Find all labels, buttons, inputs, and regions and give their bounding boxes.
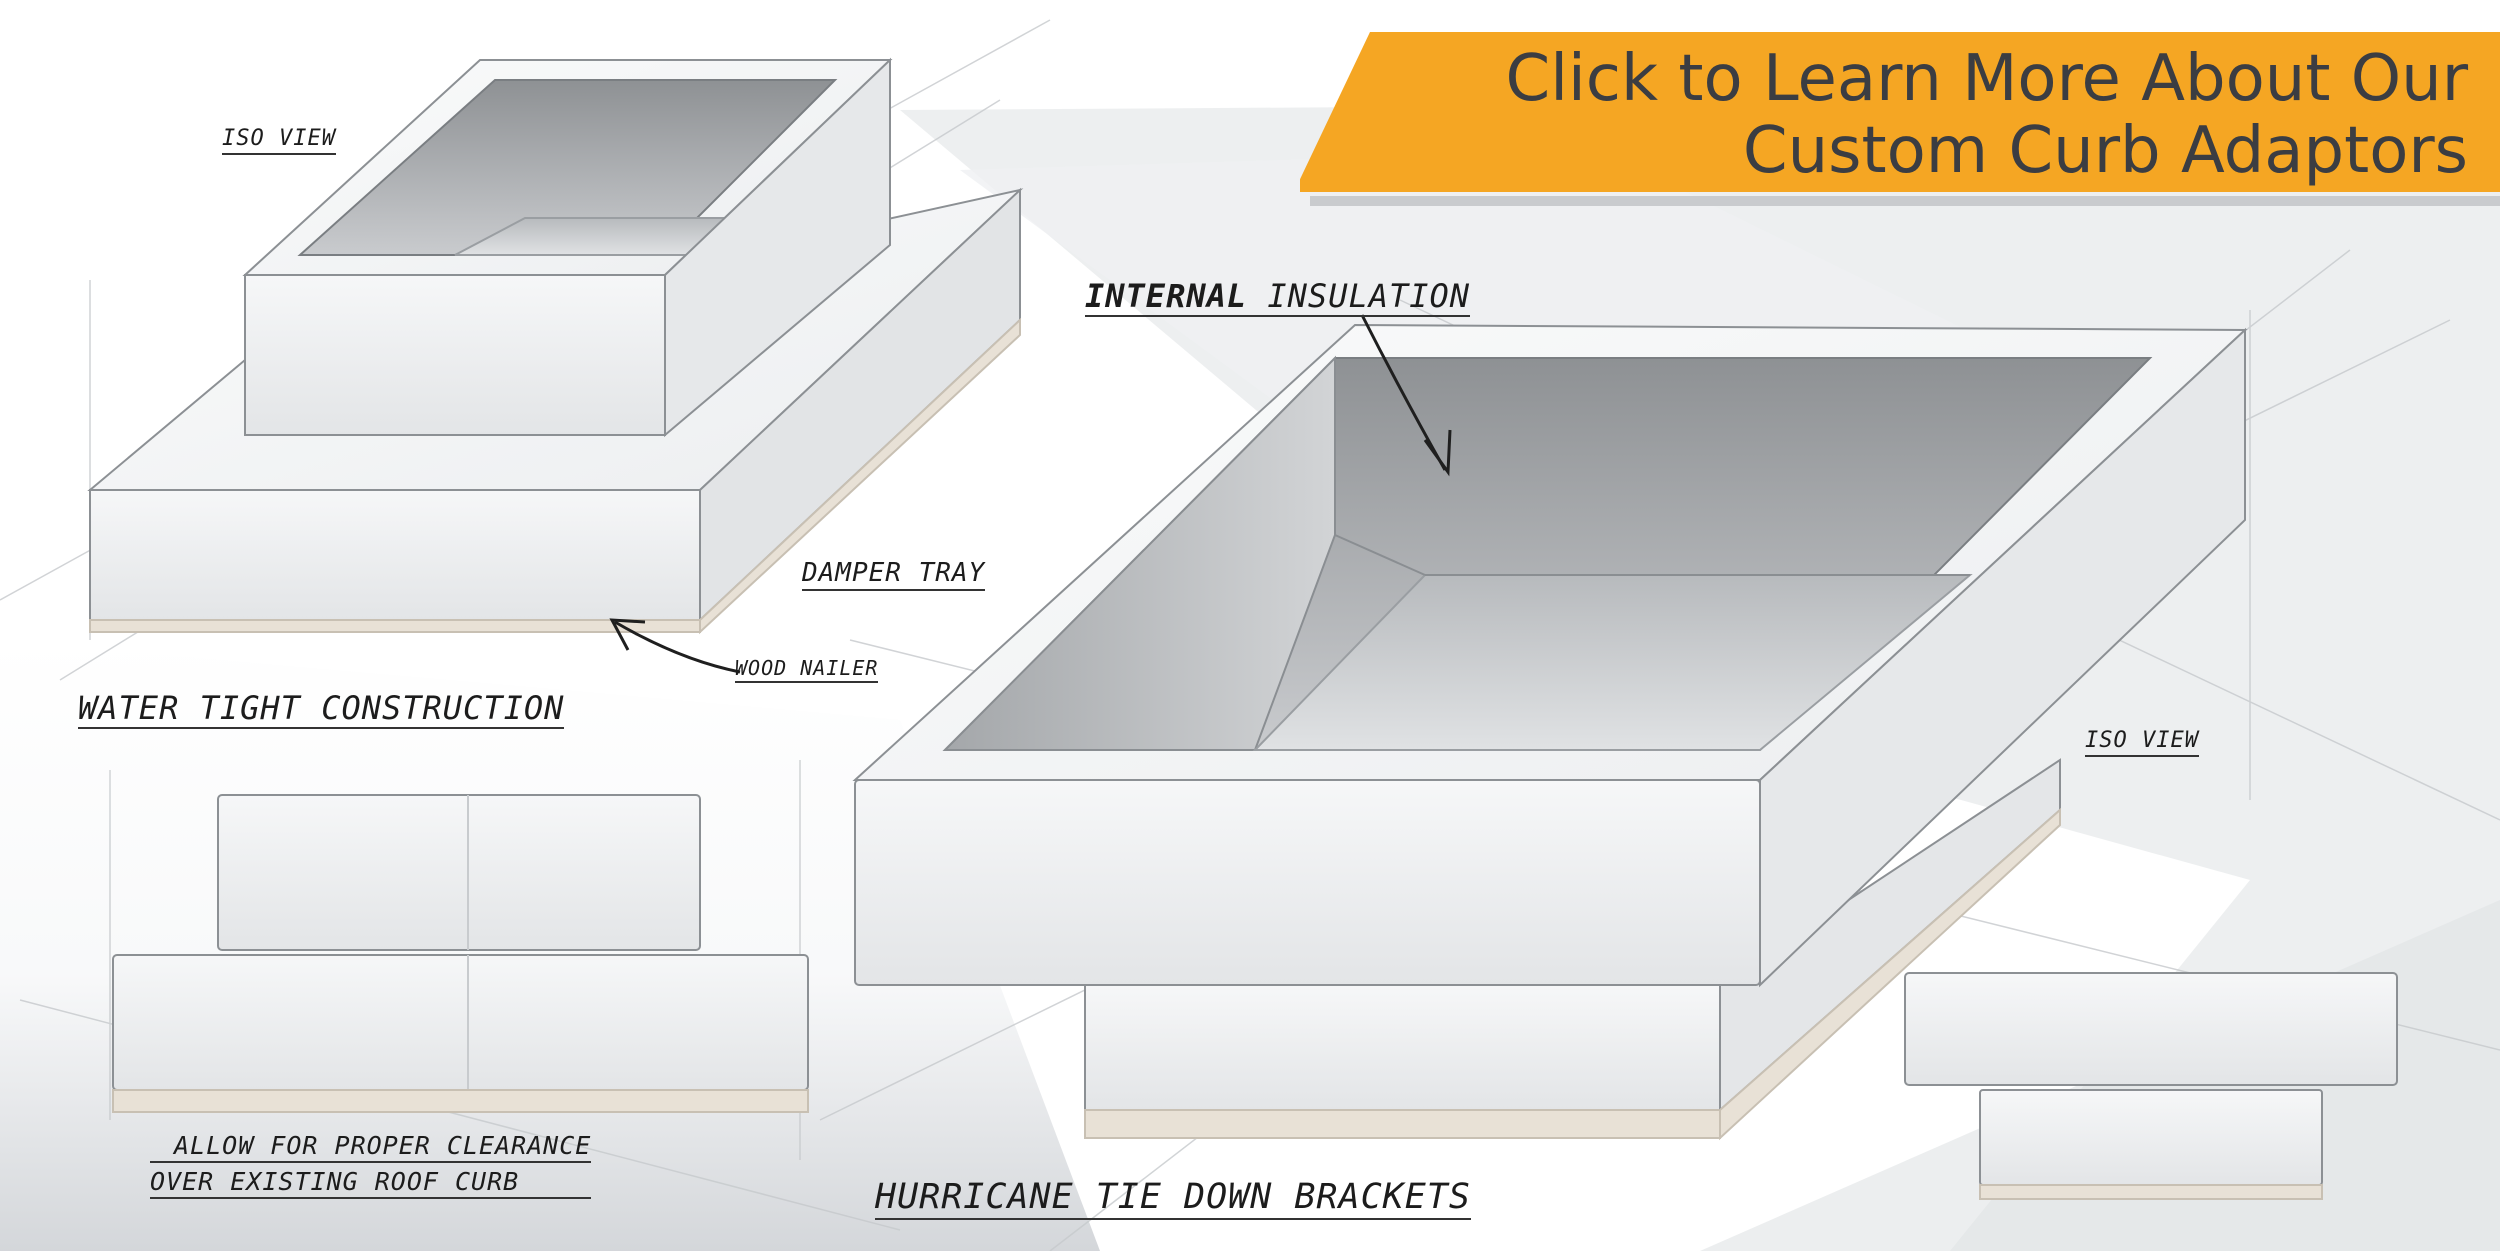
internal-insulation-label: INTERNAL INSULATION	[1085, 277, 1471, 317]
water-tight-label: WATER TIGHT CONSTRUCTION	[78, 689, 565, 729]
banner-line-2: Custom Curb Adaptors	[1742, 114, 2468, 188]
leader-arrows	[609, 314, 1452, 674]
iso-view-label-left: ISO VIEW	[222, 128, 336, 155]
left-iso-adaptor	[87, 57, 1024, 635]
hurricane-brackets-label: HURRICANE TIE DOWN BRACKETS	[875, 1180, 1471, 1220]
iso-view-label-right: ISO VIEW	[2085, 730, 2199, 757]
wood-nailer-label: WOOD NAILER	[735, 658, 879, 683]
learn-more-banner[interactable]: Click to Learn More About Our Custom Cur…	[1300, 32, 2500, 192]
right-iso-adaptor	[852, 323, 2248, 1141]
damper-tray-label: DAMPER TRAY	[802, 560, 986, 591]
clearance-label: ALLOW FOR PROPER CLEARANCE OVER EXISTING…	[150, 1133, 592, 1199]
right-small-elevation	[1904, 972, 2398, 1200]
left-front-elevation	[112, 794, 809, 1113]
banner-line-1: Click to Learn More About Our	[1505, 42, 2468, 116]
banner-shadow	[1310, 196, 2500, 206]
